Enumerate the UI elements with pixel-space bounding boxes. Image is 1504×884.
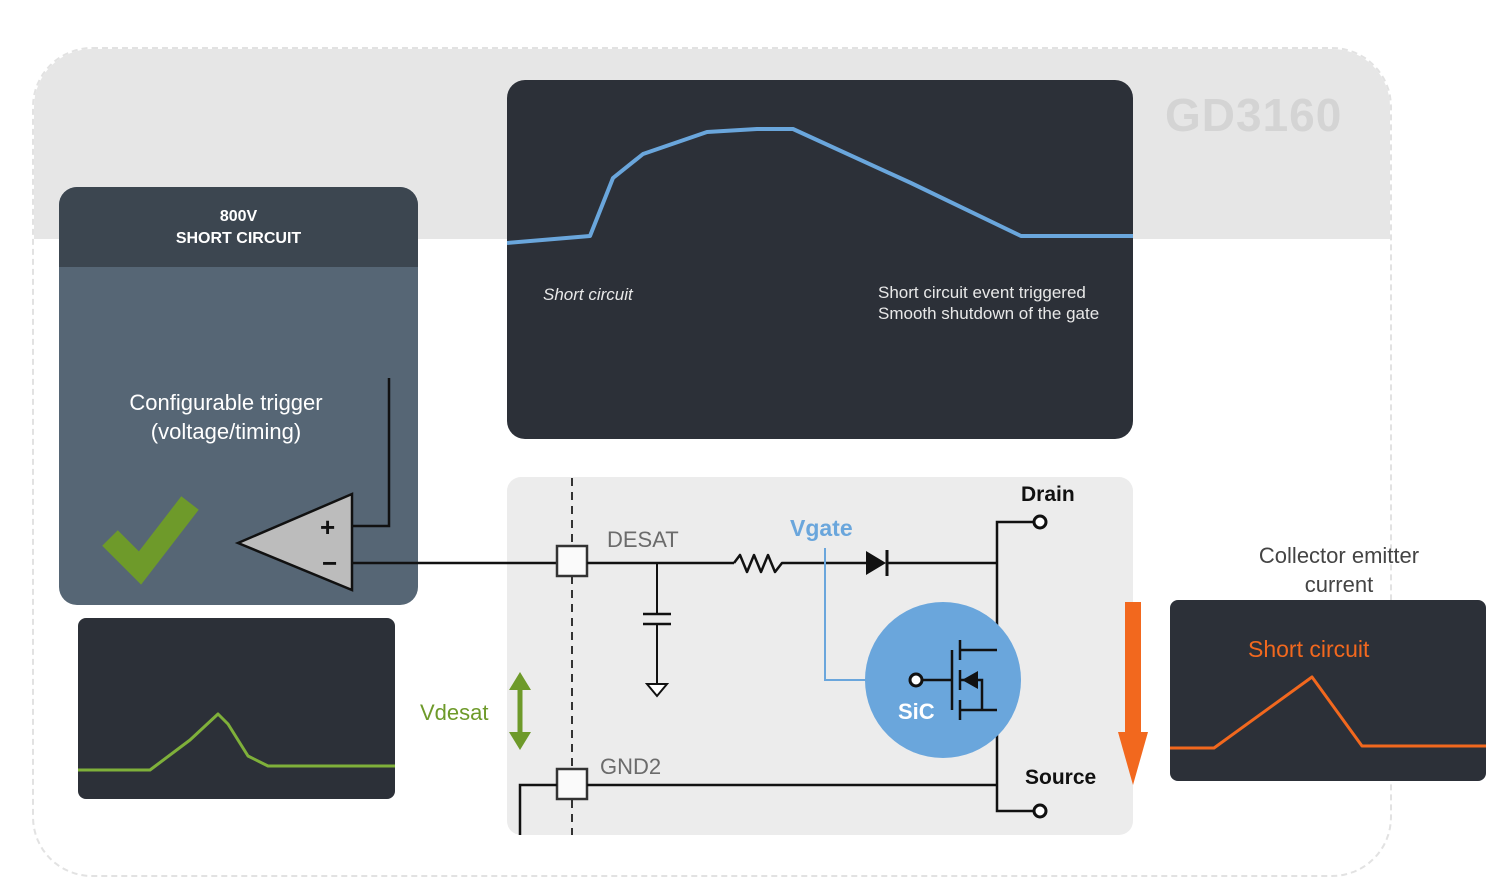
check-icon	[102, 496, 199, 585]
gnd2-pad	[555, 767, 589, 801]
trigger-line-2: (voltage/timing)	[150, 419, 302, 444]
main-scope-trace-svg	[507, 127, 1133, 245]
source-label: Source	[1025, 766, 1097, 789]
comparator-minus: −	[322, 548, 337, 578]
smooth-shutdown-line: Smooth shutdown of the gate	[878, 304, 1100, 323]
gate-terminal	[908, 672, 924, 688]
vgate-wire	[824, 548, 866, 681]
collector-current-trace	[1170, 675, 1486, 750]
desat-label: DESAT	[607, 527, 679, 552]
desat-pad	[555, 544, 589, 578]
event-triggered-line: Short circuit event triggered	[878, 283, 1086, 302]
desat-voltage-trace	[78, 712, 395, 772]
vdesat-arrow-up	[509, 672, 531, 690]
mosfet-arrow	[962, 671, 978, 689]
desat-voltage-scope	[78, 618, 395, 799]
vdesat-arrow-down	[509, 732, 531, 750]
ground-icon	[644, 683, 670, 698]
card-title-short-circuit: SHORT CIRCUIT	[175, 230, 302, 247]
ce-label-line-2: current	[1304, 572, 1374, 597]
resistor-icon	[733, 553, 866, 574]
current-arrow-head	[1118, 732, 1148, 785]
main-scope-short-circuit-label: Short circuit	[543, 285, 633, 304]
drain-label: Drain	[1021, 483, 1075, 506]
reference-wire	[352, 378, 391, 528]
current-arrow-shaft	[1125, 602, 1141, 732]
gate-voltage-trace	[507, 127, 1133, 245]
ce-label-line-1: Collector emitter	[1258, 543, 1420, 568]
chip-name: GD3160	[1165, 89, 1343, 141]
card-title-voltage: 800V	[219, 208, 258, 225]
current-scope-svg	[1170, 675, 1486, 750]
vgate-label: Vgate	[790, 515, 853, 541]
main-scope-event-text: Short circuit event triggered Smooth shu…	[878, 282, 1099, 324]
configurable-trigger-text: Configurable trigger (voltage/timing)	[96, 388, 356, 446]
comparator-icon	[234, 492, 354, 592]
current-scope-short-circuit-label: Short circuit	[1248, 636, 1370, 662]
collector-emitter-current-label: Collector emitter current	[1228, 541, 1450, 599]
source-terminal	[1032, 803, 1048, 819]
card-header	[59, 187, 418, 267]
main-scope-panel	[507, 80, 1133, 439]
drain-terminal	[1032, 514, 1048, 530]
diode-icon	[866, 551, 886, 575]
desat-scope-svg	[78, 712, 395, 772]
card-title: 800V SHORT CIRCUIT	[59, 206, 418, 250]
comparator-plus: +	[320, 512, 335, 542]
sic-label: SiC	[898, 699, 935, 724]
circuit-panel	[507, 477, 1133, 835]
collector-current-scope	[1170, 600, 1486, 781]
trigger-line-1: Configurable trigger	[129, 390, 323, 415]
gnd2-label: GND2	[600, 754, 662, 779]
source-rail	[995, 785, 1040, 813]
vdesat-label: Vdesat	[420, 700, 489, 725]
gnd2-external-wire	[518, 783, 557, 835]
